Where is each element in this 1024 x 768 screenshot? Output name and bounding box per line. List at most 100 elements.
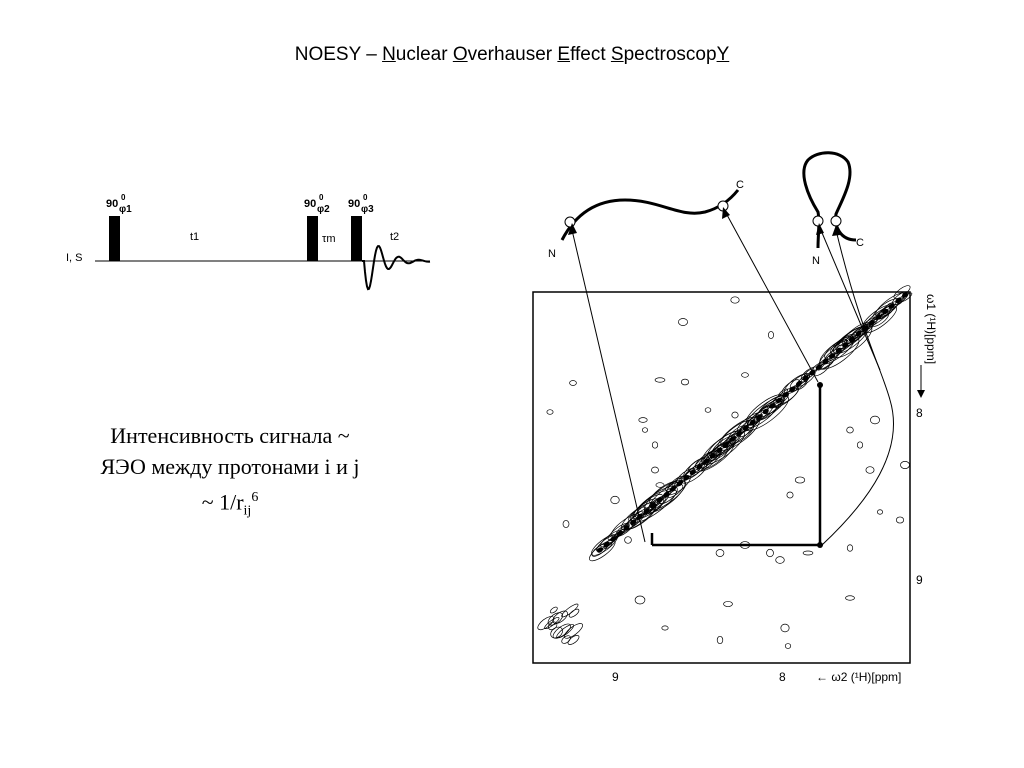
cross-peak-marker-lower [817,542,823,548]
cross-peak [845,595,855,601]
pulse-3-phase: φ3 [361,204,374,215]
pulse-2-phase: φ2 [317,204,330,215]
cross-peak [730,296,740,304]
diagonal-contour [892,291,909,305]
cross-peak [624,536,632,544]
cross-peak-connectors [650,385,822,547]
arrow-heads [568,207,840,236]
cross-peak [870,415,880,425]
pulse-3 [351,216,362,261]
cross-peak [661,625,669,631]
cross-peak [562,520,570,528]
noesy-spectrum [537,285,913,649]
cross-peak [638,417,648,423]
folded-peptide [802,151,857,249]
fid-signal [362,245,431,291]
cross-peak [546,409,554,415]
formula-line-3: ~ 1/rij6 [201,489,259,519]
cross-peak [794,476,806,484]
pulse-1-angle: 90 [106,198,118,210]
cross-peak [655,482,665,488]
cross-peak [846,544,854,552]
title-initial-n: N [382,44,396,65]
cross-peak-marker-upper [817,382,823,388]
cross-peak [654,377,666,383]
title-initial-y: Y [716,44,730,65]
cross-peak [680,378,690,386]
t2-label: t2 [390,231,399,243]
diagonal-contour [849,323,870,341]
diagonal-peak [895,297,902,304]
connector-path-extended [652,385,822,547]
cross-peak [766,548,774,558]
diagonal-contour [783,373,810,395]
y-tick-9: 9 [916,573,923,587]
cross-peak [634,595,646,605]
title-initial-o: O [452,44,468,65]
pulse-sequence: I, S 90 0 φ1 t1 90 0 φ2 τm 90 0 φ3 t2 [66,193,431,291]
corner-contour [537,616,555,631]
corner-contour [563,623,583,639]
extended-n-label: N [548,248,556,260]
proton-i-extended [564,216,576,228]
corner-contour [547,612,563,626]
pulse-1-phase: φ1 [119,204,132,215]
formula-line-1: Интенсивность сигнала ~ [110,423,350,448]
cross-peak [876,509,884,515]
title-initial-s: S [610,44,624,65]
cross-peak [856,441,864,449]
cross-peak [846,426,854,434]
cross-peak [775,556,785,564]
cross-peak [865,466,875,474]
cross-peak [678,318,688,326]
x-tick-8: 8 [779,670,786,684]
noe-intensity-formula: Интенсивность сигнала ~ ЯЭО между протон… [40,420,420,527]
diagonal-contour [681,462,707,484]
tau-m-label: τm [322,233,336,245]
arrow-to-proton-i [571,229,646,543]
diagonal-contour [871,312,889,327]
cross-peak [704,407,712,413]
arrow-to-proton-j [725,212,819,383]
cross-peak [715,549,725,557]
cross-peak [569,380,577,386]
cross-peak [651,441,659,449]
y-tick-8: 8 [916,406,923,420]
t1-label: t1 [190,231,199,243]
y-axis-arrow-head [917,390,925,398]
corner-contour [549,606,558,614]
title-initial-e: E [557,44,571,65]
corner-contour [567,635,580,645]
corner-contour [568,608,580,618]
cross-peak [786,491,794,499]
y-axis-label: ω1 (¹H)[ppm] [924,294,938,364]
proton-j-folded [830,215,842,227]
channel-label: I, S [66,252,83,264]
pulse-2-degree: 0 [319,193,324,202]
corner-contour [552,623,571,639]
formula-line-2: ЯЭО между протонами i и j [100,454,360,479]
diagonal-contour [648,480,687,511]
cross-peak [716,635,724,645]
diagonal-contour [643,479,686,514]
folded-n-label: N [812,255,820,267]
pulse-2 [307,216,318,261]
spectrum-frame [532,291,911,664]
cross-peak [900,461,910,469]
cross-peak [895,516,905,524]
pulse-1 [109,216,120,261]
diagonal-peak [901,292,909,298]
cross-peak [651,466,659,474]
cross-peak [784,643,792,649]
x-axis-label: ← ω2 (¹H)[ppm] [816,670,901,684]
arrow-to-folded-proton [821,229,894,546]
cross-peak [731,411,739,419]
arrow-to-folded-proton-i [819,227,881,371]
proton-i-folded [812,215,824,227]
cross-peak [768,331,774,339]
folded-c-label: C [856,237,864,249]
x-tick-9: 9 [612,670,619,684]
assignment-arrows [571,212,894,546]
extended-peptide [560,189,740,241]
